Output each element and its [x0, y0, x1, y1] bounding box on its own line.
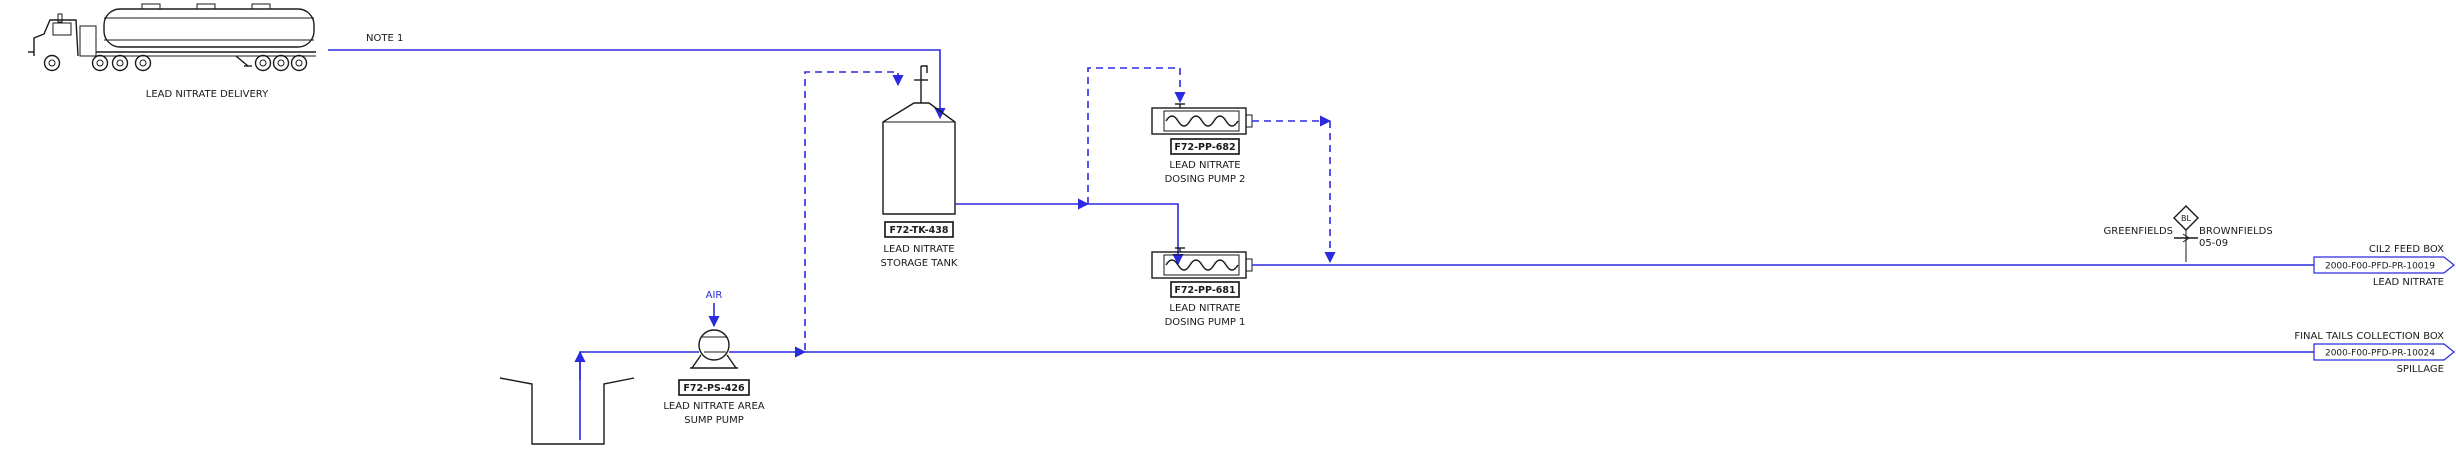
- tank-name-line1: LEAD NITRATE: [883, 244, 954, 255]
- svg-text:F72-PS-426: F72-PS-426: [683, 383, 745, 394]
- offpage-connector-cil2: [2313, 256, 2455, 274]
- greenfields-label: GREENFIELDS: [2104, 226, 2173, 237]
- pump1-suction-line: [1088, 203, 1184, 266]
- sump-pit-icon: [499, 377, 635, 445]
- sump-pump-icon: [690, 329, 738, 369]
- truck-label: LEAD NITRATE DELIVERY: [146, 89, 269, 100]
- storage-tank-icon: [882, 65, 956, 215]
- delivery-line: [328, 49, 946, 120]
- sump-name-line2: SUMP PUMP: [684, 415, 744, 426]
- svg-text:F72-PP-682: F72-PP-682: [1174, 142, 1235, 153]
- pump1-name-line1: LEAD NITRATE: [1169, 303, 1240, 314]
- offpage-connector-tails: [2313, 343, 2455, 361]
- dosing-pump-2-icon: [1151, 103, 1253, 135]
- sump-pump-tag: F72-PS-426: [678, 379, 750, 396]
- offpage1-destination: CIL2 FEED BOX: [2369, 244, 2444, 255]
- offpage2-destination: FINAL TAILS COLLECTION BOX: [2294, 331, 2444, 342]
- brownfields-label: BROWNFIELDS: [2199, 226, 2273, 237]
- sump-name-line1: LEAD NITRATE AREA: [663, 401, 764, 412]
- note-label: NOTE 1: [366, 33, 403, 44]
- tank-tag: F72-TK-438: [884, 221, 954, 238]
- dosing-pump-1-icon: [1151, 247, 1253, 279]
- air-label: AIR: [706, 290, 723, 301]
- svg-text:F72-PP-681: F72-PP-681: [1174, 285, 1235, 296]
- tank-vent-dashed-line: [804, 71, 904, 350]
- pump2-name-line2: DOSING PUMP 2: [1165, 174, 1246, 185]
- sump-suction-line: [579, 351, 682, 440]
- battery-limit-code: BL: [2181, 214, 2191, 223]
- offpage2-drawing: 2000-F00-PFD-PR-10024: [2325, 349, 2435, 359]
- battery-limit-ref: 05-09: [2199, 238, 2228, 249]
- offpage1-service: LEAD NITRATE: [2373, 277, 2444, 288]
- pump2-suction-dashed-line: [1087, 67, 1186, 204]
- tank-name-line2: STORAGE TANK: [881, 258, 958, 269]
- svg-text:F72-TK-438: F72-TK-438: [889, 225, 948, 236]
- pump1-tag: F72-PP-681: [1170, 281, 1240, 298]
- pump2-name-line1: LEAD NITRATE: [1169, 160, 1240, 171]
- offpage1-drawing: 2000-F00-PFD-PR-10019: [2325, 262, 2435, 272]
- tanker-truck-icon: [28, 3, 316, 72]
- offpage2-service: SPILLAGE: [2397, 364, 2444, 375]
- pump2-tag: F72-PP-682: [1170, 138, 1240, 155]
- battery-limit-symbol: [2173, 205, 2199, 262]
- pump1-name-line2: DOSING PUMP 1: [1165, 317, 1246, 328]
